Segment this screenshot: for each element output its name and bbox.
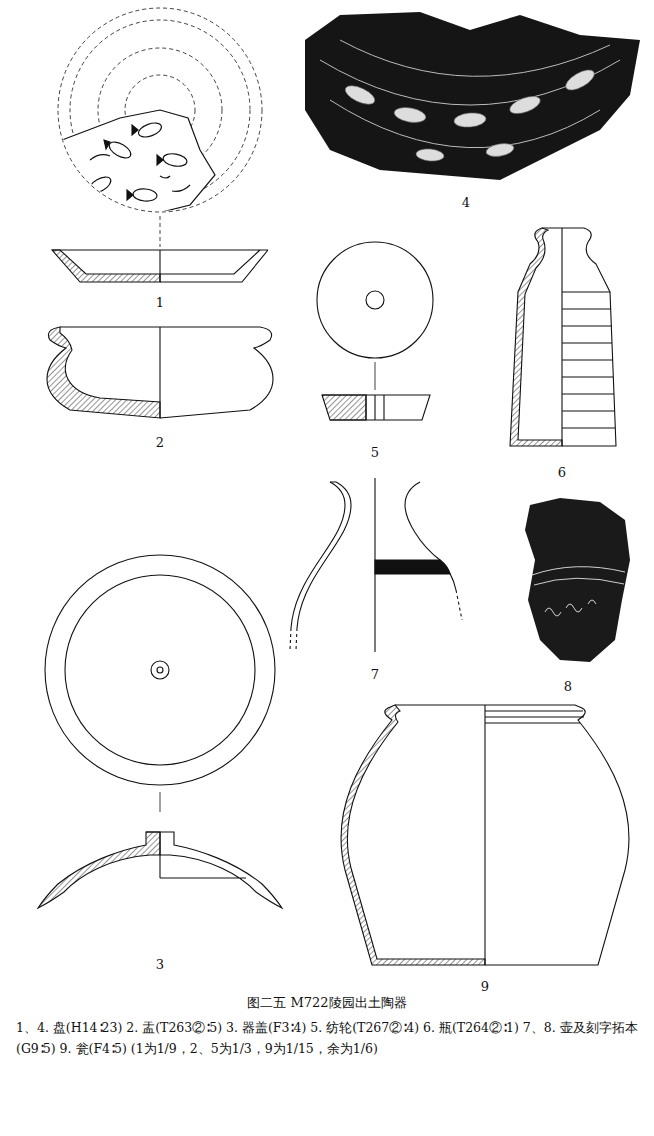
lid-drawing <box>38 555 282 908</box>
whorl-drawing <box>317 242 433 420</box>
figure-number: 7 <box>371 668 379 681</box>
figure-number: 1 <box>156 296 164 309</box>
figure-number: 5 <box>371 446 379 459</box>
jar-fragment-drawing <box>290 478 462 652</box>
figure-number: 4 <box>462 196 470 209</box>
rubbing-plate <box>305 12 640 180</box>
figure-caption: 1、4. 盘(H14∶23) 2. 盂(T263②∶5) 3. 器盖(F3∶4)… <box>16 1018 640 1059</box>
figure-number: 9 <box>481 980 489 993</box>
figure-title: 图二五 M722陵园出土陶器 <box>0 994 654 1012</box>
plate-drawing <box>52 8 268 282</box>
figure-number: 2 <box>156 436 164 449</box>
rubbing-inscription <box>525 498 630 662</box>
figure-number: 3 <box>156 958 164 971</box>
urn-drawing <box>341 705 629 965</box>
figure-number: 8 <box>564 680 572 693</box>
bowl-drawing <box>47 327 273 418</box>
figure-number: 6 <box>558 466 566 479</box>
bottle-drawing <box>510 228 616 446</box>
